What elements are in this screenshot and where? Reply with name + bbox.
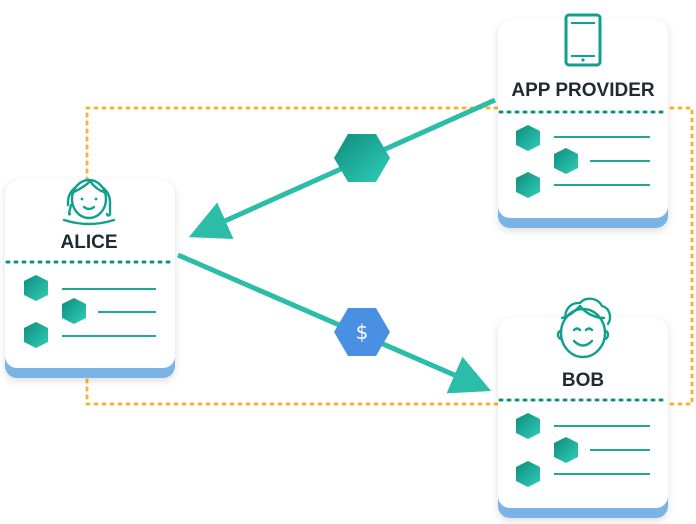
- record-hexagon-icon: [62, 298, 86, 324]
- record-hexagon-icon: [516, 125, 540, 151]
- bob-card[interactable]: [498, 318, 668, 518]
- record-hexagon-icon: [516, 172, 540, 198]
- app-provider-label: APP PROVIDER: [511, 80, 655, 101]
- alice-card[interactable]: [5, 180, 175, 378]
- alice-record-list: [24, 275, 156, 348]
- bob-label: BOB: [562, 370, 604, 391]
- bob-record-list: [516, 413, 650, 487]
- app-provider-record-list: [516, 125, 650, 198]
- woman-face-icon: [62, 178, 116, 226]
- record-hexagon-icon: [554, 437, 578, 463]
- record-hexagon-icon: [516, 461, 540, 487]
- token-hexagon-icon: [334, 134, 390, 182]
- dollar-token-label: $: [356, 320, 369, 344]
- alice-label: ALICE: [61, 232, 118, 253]
- app-provider-card[interactable]: [498, 20, 668, 228]
- trust-boundary-outline: [85, 106, 694, 406]
- record-hexagon-icon: [516, 413, 540, 439]
- tablet-icon: [564, 13, 602, 67]
- record-hexagon-icon: [24, 322, 48, 348]
- arrow-alice-to-bob: [177, 252, 492, 394]
- man-face-icon: [556, 297, 612, 359]
- record-hexagon-icon: [24, 275, 48, 301]
- dollar-hexagon-icon: $: [334, 308, 390, 356]
- record-hexagon-icon: [554, 148, 578, 174]
